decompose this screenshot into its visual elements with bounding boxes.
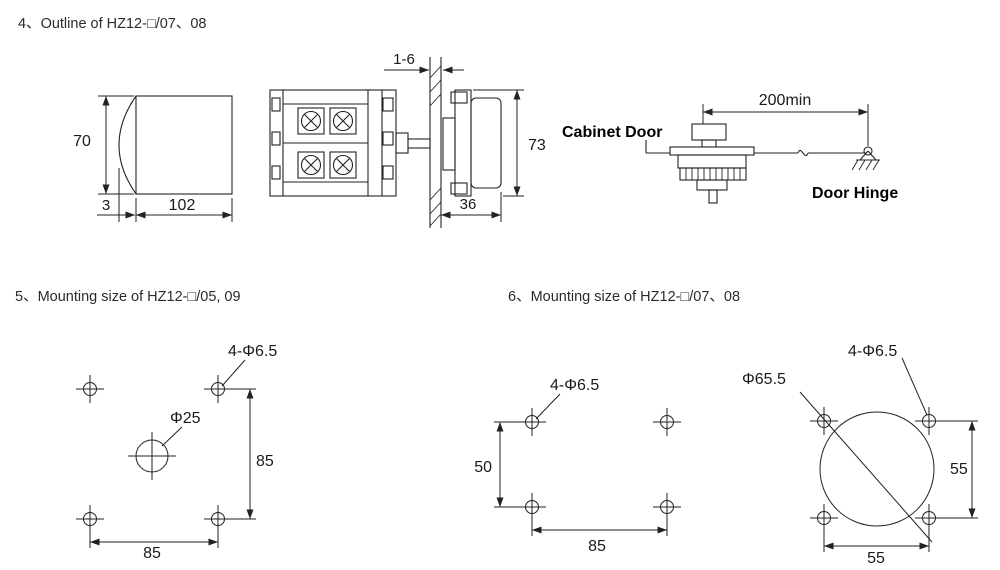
m5-center-label: Φ25 (170, 410, 201, 427)
dim-70-label: 70 (73, 133, 91, 150)
switch-side-view (669, 123, 755, 204)
dim-36-label: 36 (460, 196, 477, 213)
dim-horizontal-85 (531, 515, 668, 536)
mounting6-left-drawing: 4-Φ6.5 50 85 (474, 377, 682, 555)
leader-line (901, 357, 928, 416)
m6l-holes-label: 4-Φ6.5 (550, 377, 599, 394)
m6r-horizontal-label: 55 (867, 550, 885, 567)
dim-200min-label: 200min (759, 92, 811, 109)
front-assembly (442, 89, 502, 197)
m6r-holes-label: 4-Φ6.5 (848, 343, 897, 360)
dim-height-70 (98, 95, 134, 195)
m6r-vertical-label: 55 (950, 461, 968, 478)
m5-holes-label: 4-Φ6.5 (228, 343, 277, 360)
dim-73-label: 73 (528, 137, 546, 154)
dim-horizontal-85 (89, 527, 219, 548)
mounting-hole (809, 503, 839, 533)
dim-length-102 (135, 198, 233, 222)
dim-200min (702, 104, 869, 146)
door-mount-drawing: Cabinet Door Door Hinge (562, 92, 898, 204)
mounting-panel (429, 57, 442, 228)
section5-title: 5、Mounting size of HZ12-□/05, 09 (15, 289, 241, 305)
dim-102-label: 102 (169, 197, 196, 214)
m6l-vertical-label: 50 (474, 459, 492, 476)
m6l-horizontal-label: 85 (588, 538, 606, 555)
leader-line (161, 426, 183, 447)
m5-vertical-label: 85 (256, 453, 274, 470)
terminal-screws (297, 107, 357, 179)
dim-3-label: 3 (102, 197, 110, 214)
dim-vertical-50 (494, 421, 524, 508)
dim-vertical-85 (226, 388, 256, 520)
center-hole (128, 432, 176, 480)
leader-line (535, 393, 561, 420)
diameter-leader-line (799, 391, 933, 543)
mounting6-right-drawing: Φ65.5 4-Φ6.5 55 55 (742, 343, 978, 567)
dim-horizontal-55 (823, 528, 930, 552)
dim-vertical-55 (937, 420, 978, 519)
section6-title: 6、Mounting size of HZ12-□/07、08 (508, 289, 740, 305)
dim-1-6-label: 1-6 (393, 51, 415, 68)
dim-front-height-73 (473, 89, 524, 197)
door-hinge-label: Door Hinge (812, 185, 898, 202)
dim-lip-3 (97, 168, 135, 222)
section4-title: 4、Outline of HZ12-□/07、08 (18, 16, 207, 32)
bezel-circle (819, 411, 935, 527)
outline-drawing: 70 3 102 (73, 51, 546, 228)
mounting-hole (75, 374, 105, 404)
contact-block (269, 89, 397, 197)
shaft (395, 132, 431, 154)
m6r-bezel-label: Φ65.5 (742, 371, 786, 388)
handle-knob (118, 95, 233, 195)
leader-line (221, 359, 246, 387)
dim-front-depth-36 (441, 192, 502, 222)
door-hinge-icon (851, 146, 880, 171)
cabinet-door-label: Cabinet Door (562, 124, 662, 141)
mounting5-drawing: 4-Φ6.5 Φ25 85 85 (75, 343, 277, 562)
m5-horizontal-label: 85 (143, 545, 161, 562)
mounting-hole (652, 407, 682, 437)
